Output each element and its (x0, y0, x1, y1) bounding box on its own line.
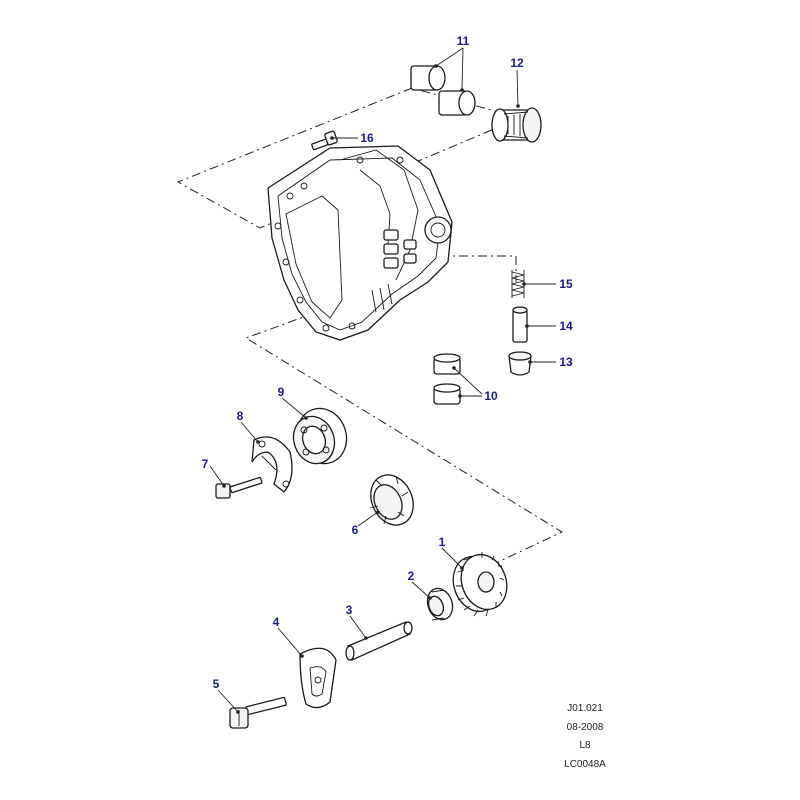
illustration-code: LC0048A (564, 758, 606, 770)
drawing-reference-block: J01.021 08-2008 L8 LC0048A (540, 700, 630, 774)
callout-5: 5 (213, 677, 220, 691)
retaining-plate-8 (251, 436, 293, 493)
callout-3: 3 (346, 603, 353, 617)
plug-13 (508, 351, 532, 376)
callout-2: 2 (408, 569, 415, 583)
callout-11: 11 (457, 34, 470, 48)
bolt-5 (229, 696, 287, 729)
drawing-date: 08-2008 (566, 721, 604, 733)
callout-4: 4 (273, 615, 280, 629)
plunger-14 (512, 306, 528, 343)
callout-7: 7 (202, 457, 209, 471)
ball-bearing-9 (292, 407, 348, 465)
callout-12: 12 (510, 56, 524, 70)
callout-1: 1 (439, 535, 446, 549)
bolt-16 (311, 130, 338, 151)
model-code: L8 (579, 740, 591, 751)
bush-10-lower (433, 383, 461, 405)
callout-14: 14 (559, 319, 573, 333)
callout-8: 8 (237, 409, 244, 423)
shaft-3 (345, 621, 413, 661)
gear-1 (452, 552, 508, 617)
bolt-7 (215, 476, 263, 499)
assembly-lines (176, 87, 564, 579)
callout-10: 10 (484, 389, 498, 403)
callout-9: 9 (278, 385, 285, 399)
callout-6: 6 (352, 523, 359, 537)
callout-13: 13 (559, 355, 573, 369)
transfer-box-housing (267, 145, 453, 341)
callout-16: 16 (360, 131, 374, 145)
needle-bearing-12 (491, 107, 542, 143)
bush-10-upper (433, 353, 461, 375)
locking-plate-4 (299, 647, 337, 709)
callout-15: 15 (559, 277, 573, 291)
needle-bearing-2 (426, 587, 454, 621)
roller-bearing-6 (369, 474, 414, 526)
leader-lines (209, 47, 556, 714)
bush-11-upper (410, 65, 446, 91)
bush-11-lower (438, 90, 476, 116)
drawing-ref-number: J01.021 (567, 703, 603, 714)
